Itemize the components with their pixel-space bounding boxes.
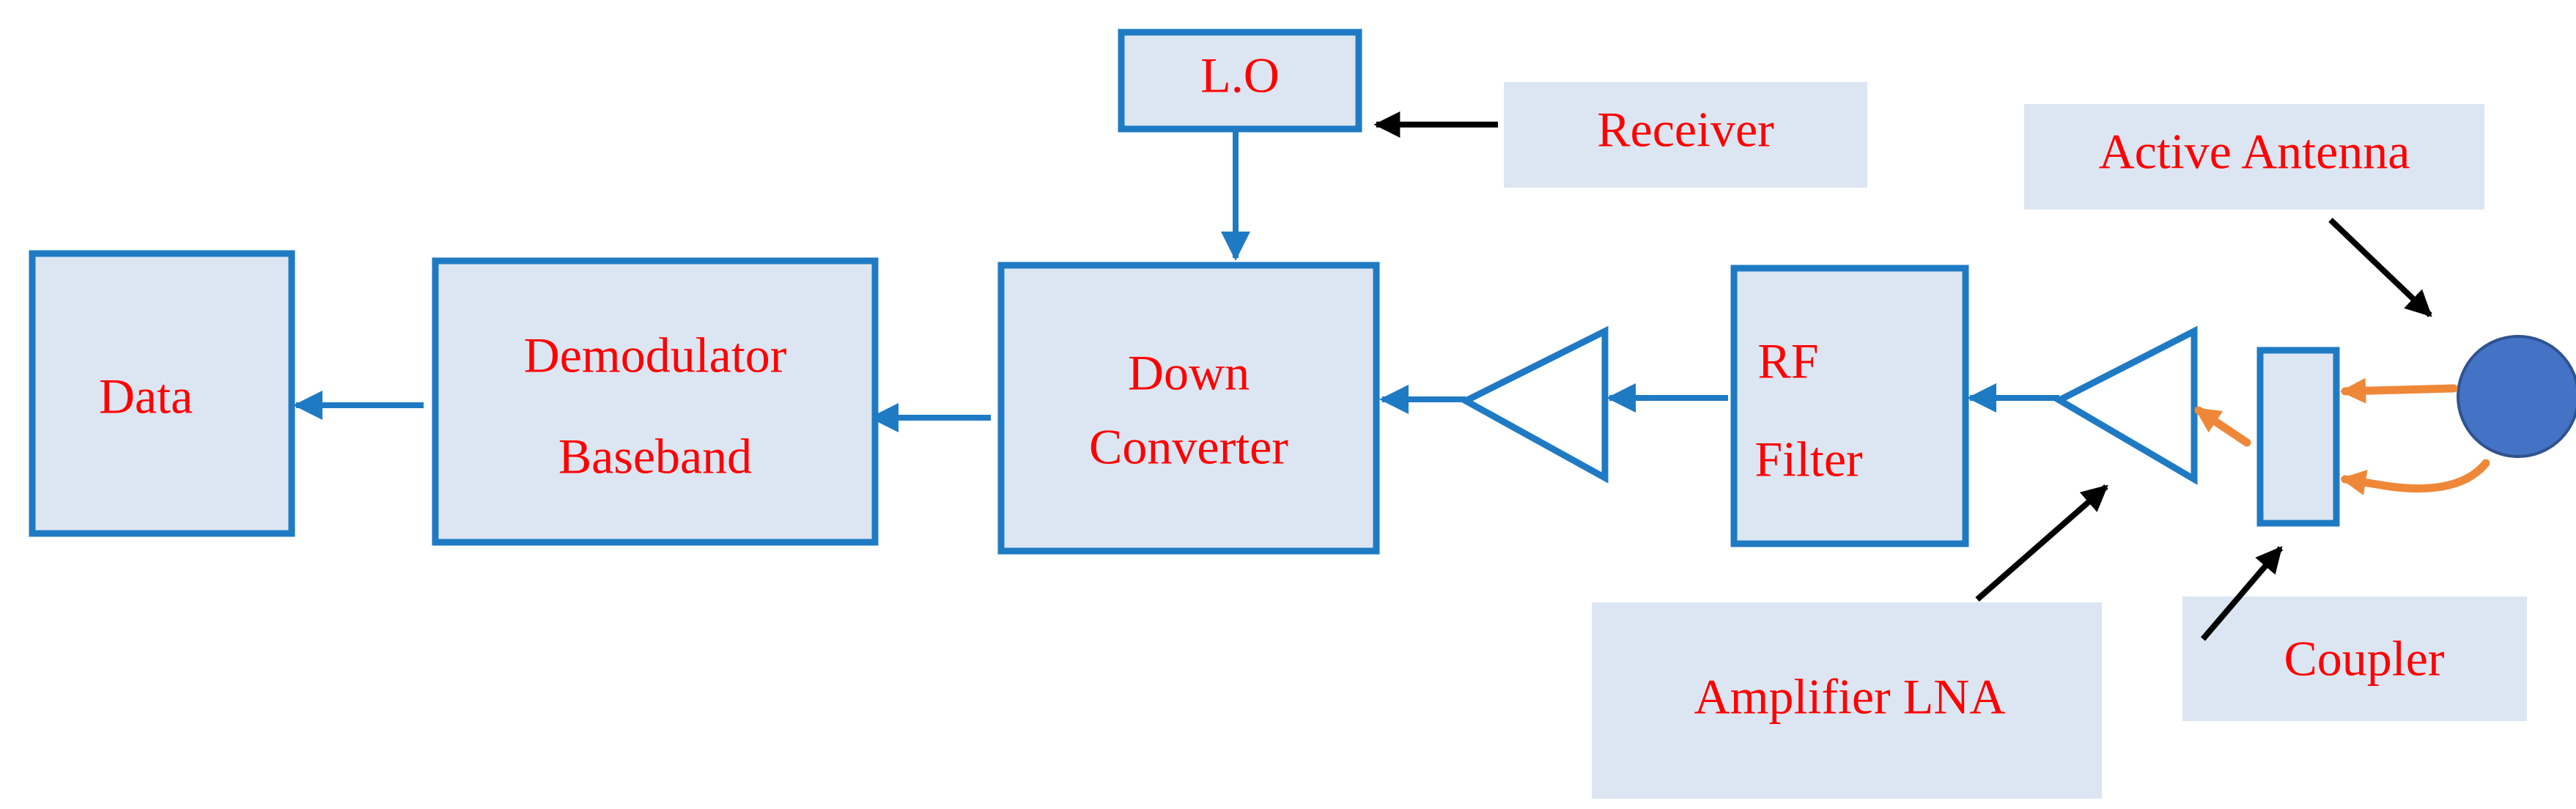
pointer-active-antenna [2328,218,2432,317]
rf-filter-block [1730,265,1969,547]
receiver-callout-bg [1504,82,1867,188]
amplifier-lna-callout-label: Amplifier LNA [1694,669,2006,725]
receiver-callout-label: Receiver [1597,102,1774,158]
local-oscillator-block [1118,29,1362,133]
down-converter-label-line2: Converter [1089,419,1288,475]
active-antenna-callout-label: Active Antenna [2099,124,2410,180]
local-oscillator-label: L.O [1200,48,1280,103]
pointer-amplifier-lna [1975,484,2108,602]
active-antenna-callout-bg [2024,104,2484,210]
coupler-callout-bg [2182,596,2527,721]
coupler-block [2256,347,2340,527]
amplifier-lna-callout-bg [1592,602,2102,799]
rf-filter-label-line1: RF [1757,333,1818,389]
demodulator-label-line1: Demodulator [524,328,787,383]
data-block-label: Data [99,369,193,424]
demodulator-label-line2: Baseband [558,429,752,484]
antenna-circle [2457,335,2576,458]
down-converter-block [997,262,1380,555]
demodulator-baseband-block [432,257,879,546]
feed-coupler-to-lna [2194,406,2251,447]
feed-antenna-to-coupler-bottom [2340,459,2490,495]
lna-amplifier-triangle [2052,325,2198,485]
coupler-callout-label: Coupler [2284,631,2444,687]
data-block [29,250,295,537]
feed-antenna-to-coupler-top [2339,377,2458,404]
pointer-coupler [2200,546,2284,641]
amplifier-triangle-2 [1458,325,1609,484]
rf-filter-label-line2: Filter [1754,432,1863,487]
down-converter-label-line1: Down [1128,345,1250,401]
